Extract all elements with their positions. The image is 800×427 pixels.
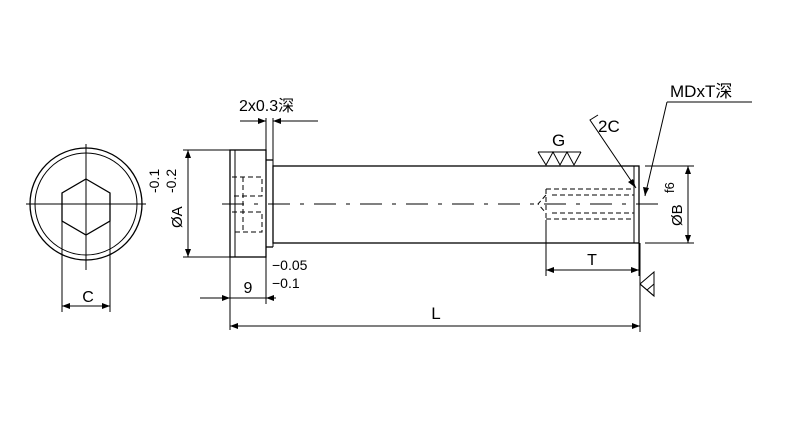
thread-leader: MDxT深 (643, 82, 752, 197)
chamfer-end-label: 2C (598, 117, 620, 136)
thread-label: MDxT深 (670, 82, 732, 101)
thread-depth-dimension: T (545, 220, 640, 276)
fit-b-label: f6 (662, 182, 677, 193)
tol-head-upper: −0.05 (272, 257, 308, 273)
socket-hidden-upper (232, 176, 263, 197)
tol-a-upper: -0.1 (146, 169, 162, 193)
diameter-b-label: ØB (669, 204, 686, 226)
thread-depth-label: T (587, 252, 597, 269)
grinding-symbol: G (537, 131, 582, 167)
diameter-a-dimension: ØA -0.1 -0.2 (146, 149, 230, 258)
chamfer-dimension: 2x0.3深 (239, 97, 318, 160)
chamfer-end-leader: 2C (589, 114, 637, 189)
diameter-a-label: ØA (169, 206, 186, 228)
head-length-label: 9 (244, 280, 253, 297)
end-view: C (26, 144, 146, 312)
overall-length-label: L (431, 304, 440, 323)
tol-head-lower: −0.1 (272, 275, 300, 291)
drill-point (537, 194, 547, 214)
tol-a-lower: -0.2 (163, 169, 179, 193)
hex-size-label: C (82, 289, 94, 306)
socket-hidden-lower (232, 211, 263, 233)
head-length-dimension: 9 −0.05 −0.1 (200, 257, 308, 330)
hex-arrow-left (62, 303, 70, 309)
chamfer-top-label: 2x0.3深 (239, 97, 294, 115)
side-view (222, 149, 660, 258)
diameter-b-dimension: ØB f6 (645, 165, 694, 244)
hex-arrow-right (102, 303, 110, 309)
grinding-label: G (552, 131, 565, 150)
overall-length-dimension: L (230, 243, 641, 332)
surface-finish-symbol (639, 270, 655, 298)
